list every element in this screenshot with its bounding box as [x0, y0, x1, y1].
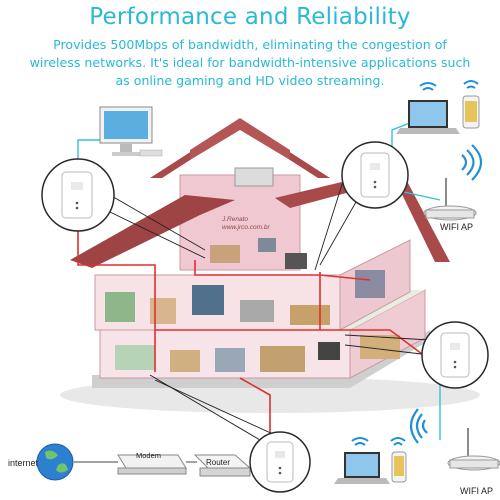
- wifi-ap-top: [423, 178, 477, 221]
- wifi-signal-icon-bottom: [409, 408, 428, 444]
- bed-ground: [360, 335, 400, 359]
- subtitle-line-1: Provides 500Mbps of bandwidth, eliminati…: [53, 37, 447, 52]
- desktop-computer: [99, 106, 163, 157]
- wifi-signal-icon-top: [461, 144, 483, 181]
- cabinet-right: [355, 270, 385, 298]
- bed: [210, 245, 240, 263]
- wifi-ap-bottom: [447, 428, 500, 471]
- phone-top: [462, 95, 480, 129]
- internet-label: internet: [8, 458, 39, 468]
- callout-adapter-bottom: [249, 431, 311, 493]
- sofa-top: [285, 253, 307, 269]
- callout-adapter-top-left: [41, 158, 115, 232]
- callout-adapter-right: [421, 321, 489, 389]
- left-roof: [70, 195, 235, 268]
- watermark-line-1: J.Renato: [222, 216, 249, 223]
- right-roof: [275, 168, 450, 262]
- kitchen: [115, 345, 155, 370]
- router-label: Router: [206, 458, 231, 467]
- wifi-icon-phone: [463, 80, 479, 89]
- dining-table: [170, 350, 200, 372]
- globe-icon: [36, 443, 74, 481]
- phone-bottom: [391, 451, 407, 483]
- callout-lines: [109, 174, 431, 441]
- laptop-bottom: [334, 452, 390, 484]
- modem-device: [117, 454, 187, 475]
- ac-unit: [234, 167, 274, 187]
- wifi-ap-bottom-label: WIFI AP: [460, 486, 494, 496]
- modem-label: Modem: [136, 451, 162, 460]
- laptop-top: [396, 100, 460, 134]
- subtitle-line-2: wireless networks. It's ideal for bandwi…: [29, 55, 471, 70]
- watermark-line-2: www.jrco.com.br: [222, 224, 270, 231]
- subtitle-line-3: as online gaming and HD video streaming.: [115, 73, 385, 88]
- table-middle: [150, 298, 176, 324]
- callout-adapter-top-right: [341, 141, 409, 209]
- plant-room: [105, 292, 135, 322]
- sofa-middle: [290, 305, 330, 325]
- tv-top: [258, 238, 276, 252]
- wifi-icon-laptop-bottom: [351, 437, 369, 446]
- cabinet-middle: [192, 285, 224, 315]
- tv-ground: [318, 342, 340, 360]
- living-sofa: [260, 346, 305, 372]
- watermark: J.Renato www.jrco.com.br: [222, 216, 270, 232]
- roof-peak: [190, 118, 290, 160]
- top-roof: [150, 120, 330, 178]
- page-title: Performance and Reliability: [89, 4, 411, 30]
- stairs: [215, 348, 245, 372]
- wifi-icon-phone-bottom: [390, 437, 406, 446]
- wifi-icon-laptop: [419, 82, 437, 91]
- chairs-middle: [240, 300, 274, 322]
- wifi-ap-top-label: WIFI AP: [440, 222, 474, 232]
